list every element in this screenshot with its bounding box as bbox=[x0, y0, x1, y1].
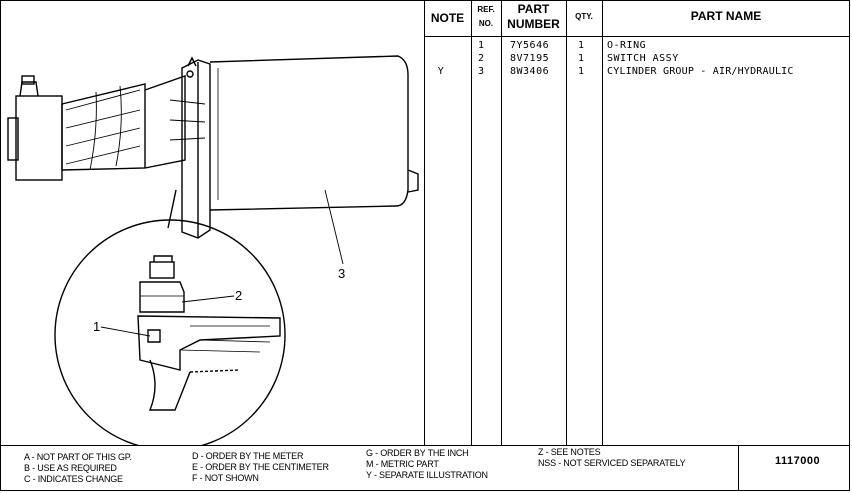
row-ref: 3 bbox=[478, 66, 485, 77]
table-header-divider bbox=[424, 36, 850, 37]
rod-tube bbox=[61, 83, 146, 171]
row-ref: 2 bbox=[478, 53, 485, 64]
lower-housing bbox=[148, 359, 191, 411]
detail-circle bbox=[54, 219, 286, 445]
row-part-number: 7Y5646 bbox=[510, 40, 550, 51]
header-part-name: PART NAME bbox=[690, 9, 762, 23]
row-qty: 1 bbox=[578, 53, 585, 64]
header-note: NOTE bbox=[430, 11, 465, 25]
row-part-number: 8V7195 bbox=[510, 53, 550, 64]
legend-divider bbox=[0, 445, 850, 446]
legend-d: D - ORDER BY THE METER bbox=[192, 451, 304, 461]
legend-c: C - INDICATES CHANGE bbox=[24, 474, 123, 484]
row-part-number: 8W3406 bbox=[510, 66, 550, 77]
header-qty: QTY. bbox=[575, 12, 593, 21]
row-note: Y bbox=[437, 66, 445, 77]
legend-nss: NSS - NOT SERVICED SEPARATELY bbox=[538, 458, 686, 468]
legend-e: E - ORDER BY THE CENTIMETER bbox=[192, 462, 329, 472]
leader-3 bbox=[324, 189, 344, 265]
header-part-1: PART bbox=[517, 2, 550, 16]
cylinder-section bbox=[137, 315, 281, 371]
document-number: 1117000 bbox=[775, 455, 821, 467]
row-part-name: O-RING bbox=[607, 40, 647, 51]
row-qty: 1 bbox=[578, 66, 585, 77]
row-qty: 1 bbox=[578, 40, 585, 51]
legend-m: M - METRIC PART bbox=[366, 459, 439, 469]
switch-assy-body bbox=[139, 281, 185, 313]
header-part-2: NUMBER bbox=[507, 17, 560, 31]
legend-g: G - ORDER BY THE INCH bbox=[366, 448, 469, 458]
row-ref: 1 bbox=[478, 40, 485, 51]
end-fitting-left bbox=[7, 117, 19, 161]
callout-3: 3 bbox=[338, 266, 345, 281]
legend-z: Z - SEE NOTES bbox=[538, 447, 601, 457]
table-left-border bbox=[424, 0, 425, 446]
row-part-name: CYLINDER GROUP - AIR/HYDRAULIC bbox=[607, 66, 794, 77]
row-part-name: SWITCH ASSY bbox=[607, 53, 679, 64]
legend-a: A - NOT PART OF THIS GP. bbox=[24, 452, 132, 462]
mounting-flange bbox=[181, 59, 211, 239]
callout-2: 2 bbox=[235, 288, 242, 303]
end-cap bbox=[15, 95, 63, 181]
header-ref-1: REF. bbox=[477, 5, 495, 14]
cylinder-body bbox=[209, 55, 409, 211]
exploded-view-illustration: 3 2 1 bbox=[7, 55, 419, 445]
leader-2 bbox=[181, 295, 235, 303]
legend-b: B - USE AS REQUIRED bbox=[24, 463, 117, 473]
legend-f: F - NOT SHOWN bbox=[192, 473, 259, 483]
leader-1 bbox=[100, 326, 151, 337]
legend-y: Y - SEPARATE ILLUSTRATION bbox=[366, 470, 488, 480]
switch-cap bbox=[149, 261, 175, 279]
callout-1: 1 bbox=[93, 319, 100, 334]
header-ref-2: NO. bbox=[478, 19, 494, 28]
